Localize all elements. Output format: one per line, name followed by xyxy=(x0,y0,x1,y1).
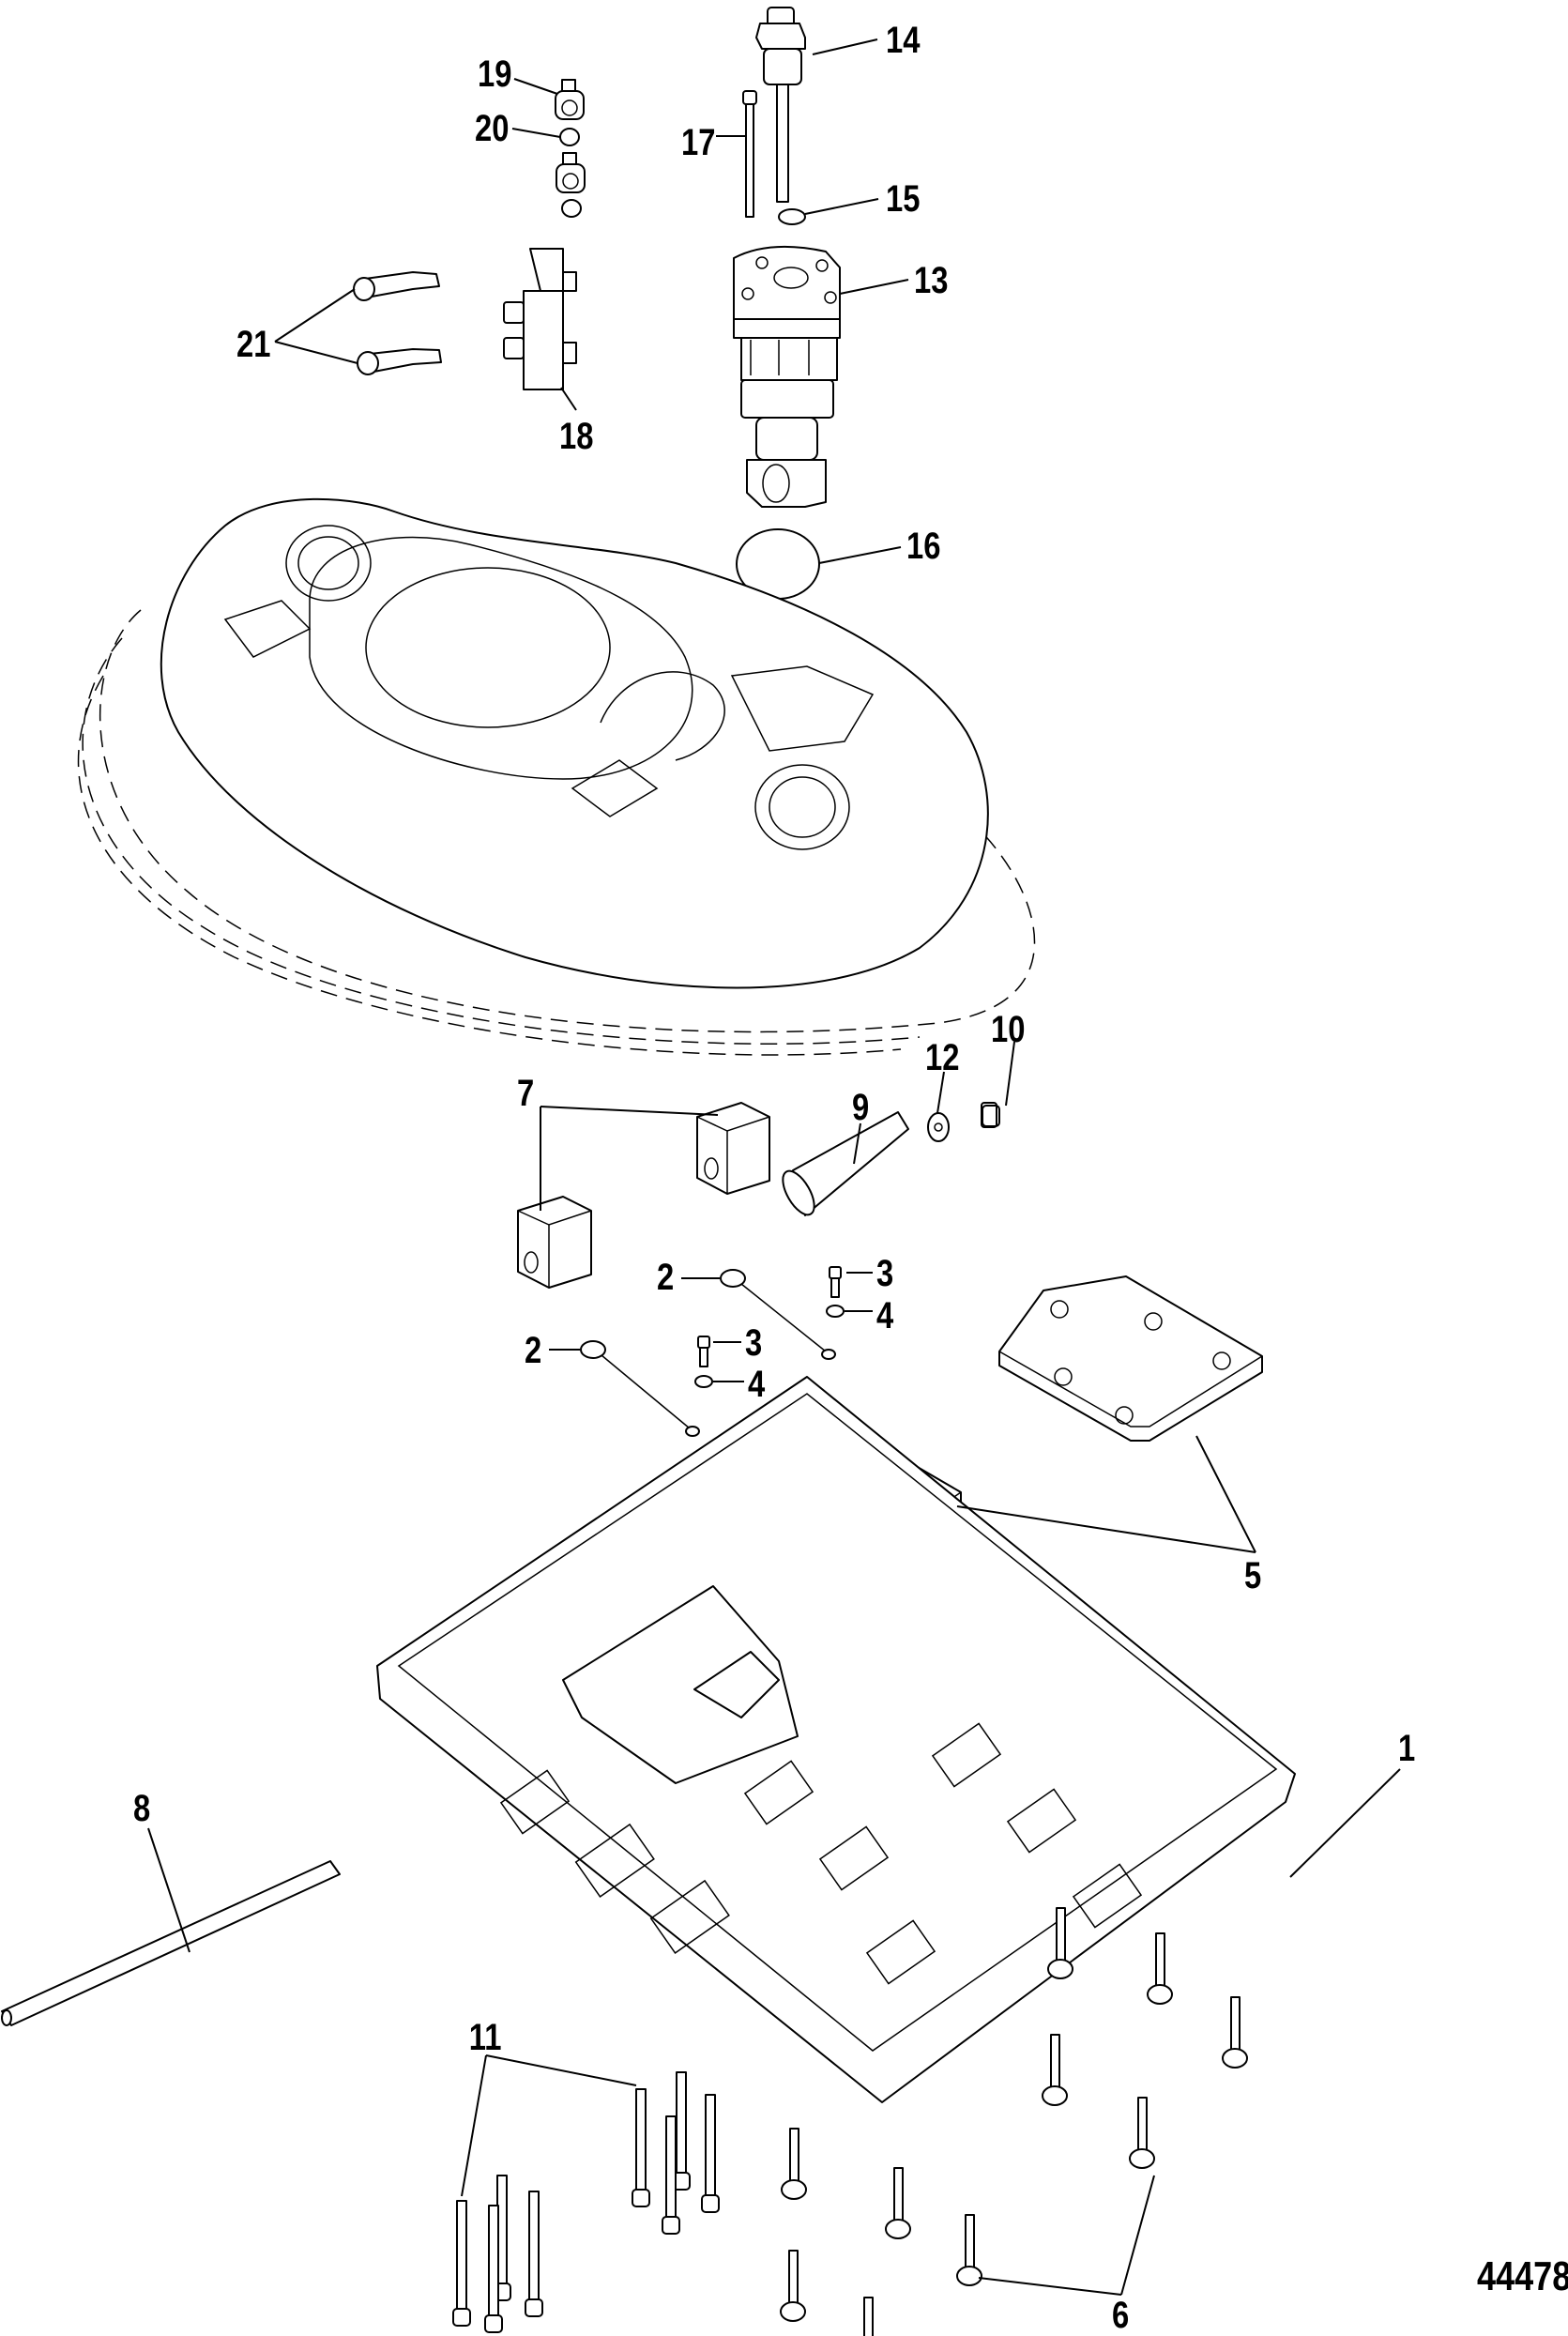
mount-block-part-7 xyxy=(517,1102,770,1289)
callout-19: 19 xyxy=(478,53,511,95)
washer-hole xyxy=(934,1122,943,1132)
o-ring-part-20b xyxy=(561,199,582,218)
fitting-bolt-part-21 xyxy=(353,271,442,375)
figure-number: 44478 xyxy=(1477,2253,1568,2299)
callout-6: 6 xyxy=(1112,2294,1129,2336)
callout-labels: 14 19 20 17 15 13 21 18 16 10 12 7 9 2 3… xyxy=(133,19,1568,2336)
callout-14: 14 xyxy=(886,19,921,61)
callout-5: 5 xyxy=(1244,1554,1261,1596)
callout-10: 10 xyxy=(991,1008,1025,1050)
screw-part-3b xyxy=(697,1336,710,1367)
washer-part-11 xyxy=(927,1112,950,1142)
callout-16: 16 xyxy=(906,525,940,567)
callout-15: 15 xyxy=(886,177,920,220)
mounting-plate-part-5 xyxy=(998,1275,1263,1442)
callout-1: 1 xyxy=(1398,1727,1415,1769)
callout-4b: 4 xyxy=(748,1363,766,1405)
valve-block-part-18 xyxy=(503,248,577,390)
callout-18: 18 xyxy=(559,415,593,457)
callout-2a: 2 xyxy=(657,1256,674,1298)
callout-8: 8 xyxy=(133,1787,150,1829)
fitting-part-19 xyxy=(555,79,585,120)
leader-lines xyxy=(147,38,1401,2296)
callout-3b: 3 xyxy=(745,1321,762,1364)
actuator-part-13 xyxy=(733,245,841,508)
ground-strap-part-2 xyxy=(720,1269,836,1360)
callout-2b: 2 xyxy=(525,1329,541,1371)
callout-17: 17 xyxy=(681,121,715,163)
callout-21: 21 xyxy=(236,323,270,365)
ground-strap-part-2b xyxy=(580,1340,700,1437)
screw-part-3 xyxy=(829,1266,842,1298)
flange-bolt-part-6 xyxy=(780,1907,1248,2336)
callout-9: 9 xyxy=(852,1086,869,1128)
rod-part-8 xyxy=(1,1860,341,2026)
callout-4a: 4 xyxy=(876,1294,894,1336)
housing xyxy=(77,497,1036,1056)
o-ring-part-15 xyxy=(778,208,806,225)
callout-20: 20 xyxy=(475,107,509,149)
pin-part-9 xyxy=(782,1111,909,1216)
bolt-part-10 xyxy=(981,1102,1000,1128)
callout-7: 7 xyxy=(517,1072,534,1114)
screw-part-17 xyxy=(742,90,757,218)
sensor-part-14 xyxy=(755,7,806,203)
washer-part-4 xyxy=(826,1305,845,1318)
callout-3a: 3 xyxy=(876,1252,893,1294)
o-ring-part-20 xyxy=(559,128,580,146)
callout-12: 11 xyxy=(469,2016,502,2058)
callout-11: 12 xyxy=(925,1036,959,1078)
callout-13: 13 xyxy=(914,259,948,301)
fitting-part-19b xyxy=(556,152,586,193)
washer-part-4b xyxy=(694,1375,713,1388)
socket-head-screw-part-12 xyxy=(452,2071,720,2333)
